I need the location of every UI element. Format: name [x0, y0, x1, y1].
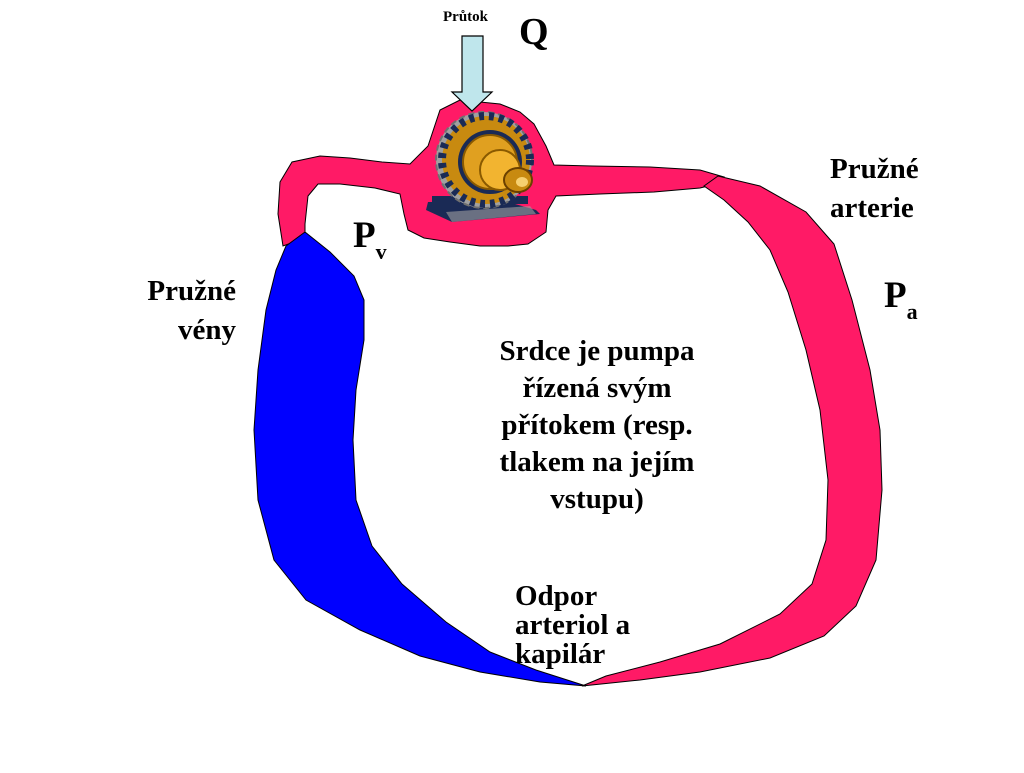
q-label: Q — [519, 11, 549, 53]
main-line-5: vstupu) — [550, 483, 644, 515]
arteries-line-1: Pružné — [830, 153, 919, 185]
venous-pressure-label: Pv — [353, 215, 387, 264]
vein-vessel — [253, 231, 587, 687]
resistance-line-1: Odpor — [515, 580, 598, 612]
arteries-label: Pružné arterie — [830, 150, 919, 228]
pv-subscript: v — [375, 239, 387, 264]
artery-vessel — [581, 175, 883, 687]
main-line-3: přítokem (resp. — [501, 409, 693, 441]
down-arrow-icon — [450, 35, 494, 112]
pump-motor-icon — [426, 111, 540, 222]
main-statement: Srdce je pumpa řízená svým přítokem (res… — [466, 333, 728, 518]
main-line-4: tlakem na jejím — [499, 446, 695, 478]
pa-subscript: a — [906, 299, 918, 324]
arteries-line-2: arterie — [830, 192, 914, 224]
arterial-pressure-label: Pa — [884, 275, 918, 324]
resistance-line-2: arteriol a — [515, 609, 631, 641]
veins-line-1: Pružné — [147, 275, 236, 307]
veins-line-2: vény — [178, 314, 236, 346]
main-line-2: řízená svým — [522, 372, 672, 404]
flow-label: Průtok — [443, 9, 488, 25]
resistance-line-3: kapilár — [515, 638, 606, 670]
pv-main: P — [353, 215, 376, 256]
resistance-label: Odpor arteriol a kapilár — [515, 582, 630, 669]
pa-main: P — [884, 275, 907, 316]
veins-label: Pružné vény — [112, 272, 236, 350]
main-line-1: Srdce je pumpa — [499, 335, 695, 367]
